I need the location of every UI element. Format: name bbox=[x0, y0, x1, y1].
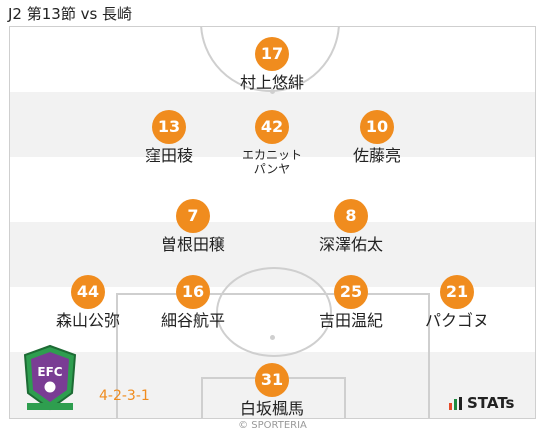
penalty-arc bbox=[216, 267, 332, 357]
player-name: 森山公弥 bbox=[55, 311, 120, 330]
player-df-lcb[interactable]: 16 細谷航平 bbox=[133, 275, 253, 330]
player-amf-right[interactable]: 10 佐藤亮 bbox=[317, 110, 437, 165]
player-df-lb[interactable]: 44 森山公弥 bbox=[28, 275, 148, 330]
player-number: 13 bbox=[152, 110, 186, 144]
formation-label: 4-2-3-1 bbox=[99, 388, 150, 404]
player-number: 7 bbox=[176, 199, 210, 233]
player-gk[interactable]: 31 白坂楓馬 bbox=[212, 363, 332, 418]
stats-brand: STATs bbox=[449, 394, 514, 412]
stats-brand-label: STATs bbox=[467, 394, 515, 412]
player-df-rb[interactable]: 21 パクゴヌ bbox=[397, 275, 517, 330]
player-name: 窪田稜 bbox=[144, 146, 193, 165]
player-name: 吉田温紀 bbox=[318, 311, 383, 330]
player-number: 31 bbox=[255, 363, 289, 397]
crest-letters: EFC bbox=[37, 365, 62, 379]
player-amf-center[interactable]: 42 エカニット パンヤ bbox=[212, 110, 332, 176]
center-spot bbox=[270, 89, 275, 94]
player-name: 深澤佑太 bbox=[318, 235, 383, 254]
player-amf-left[interactable]: 13 窪田稜 bbox=[109, 110, 229, 165]
stats-bars-icon bbox=[449, 396, 462, 410]
player-number: 42 bbox=[255, 110, 289, 144]
player-number: 25 bbox=[334, 275, 368, 309]
player-name: 佐藤亮 bbox=[352, 146, 401, 165]
club-crest-icon: EFC bbox=[19, 343, 81, 413]
player-name: 曽根田穣 bbox=[160, 235, 225, 254]
player-name: 村上悠緋 bbox=[239, 73, 304, 92]
penalty-spot bbox=[270, 335, 275, 340]
pitch-stripe bbox=[10, 157, 535, 222]
player-name: エカニット パンヤ bbox=[241, 148, 302, 176]
player-name: パクゴヌ bbox=[424, 311, 489, 330]
page-title: J2 第13節 vs 長崎 bbox=[8, 5, 133, 23]
player-dmf-right[interactable]: 8 深澤佑太 bbox=[291, 199, 411, 254]
player-number: 17 bbox=[255, 37, 289, 71]
player-number: 44 bbox=[71, 275, 105, 309]
player-fw[interactable]: 17 村上悠緋 bbox=[212, 37, 332, 92]
copyright: © SPORTERIA bbox=[238, 420, 307, 431]
player-name: 白坂楓馬 bbox=[239, 399, 304, 418]
penalty-box bbox=[116, 293, 430, 418]
player-dmf-left[interactable]: 7 曽根田穣 bbox=[133, 199, 253, 254]
player-number: 16 bbox=[176, 275, 210, 309]
player-number: 8 bbox=[334, 199, 368, 233]
player-df-rcb[interactable]: 25 吉田温紀 bbox=[291, 275, 411, 330]
player-number: 21 bbox=[440, 275, 474, 309]
player-name: 細谷航平 bbox=[160, 311, 225, 330]
player-number: 10 bbox=[360, 110, 394, 144]
